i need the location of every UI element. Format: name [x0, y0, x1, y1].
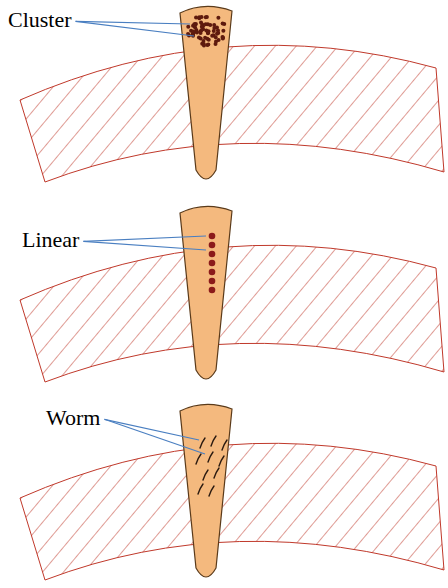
leader-line — [104, 419, 199, 440]
leader-line — [83, 241, 206, 250]
leader-line — [104, 419, 205, 454]
base-plate — [20, 45, 444, 182]
porosity-label: Cluster — [8, 8, 72, 32]
weld-bead — [180, 404, 232, 577]
weld-bead — [180, 206, 232, 379]
linear-porosity — [209, 233, 216, 294]
weld-section — [20, 404, 444, 580]
leader-line — [83, 236, 206, 241]
weld-section — [20, 6, 444, 182]
porosity-label: Linear — [22, 228, 79, 252]
base-plate — [20, 245, 444, 382]
base-plate — [20, 443, 444, 580]
weld-bead — [180, 6, 232, 179]
porosity-label: Worm — [46, 406, 100, 430]
leader-line — [76, 21, 194, 36]
cluster-porosity — [186, 15, 226, 47]
worm-porosity — [196, 436, 227, 496]
weld-section — [20, 206, 444, 382]
